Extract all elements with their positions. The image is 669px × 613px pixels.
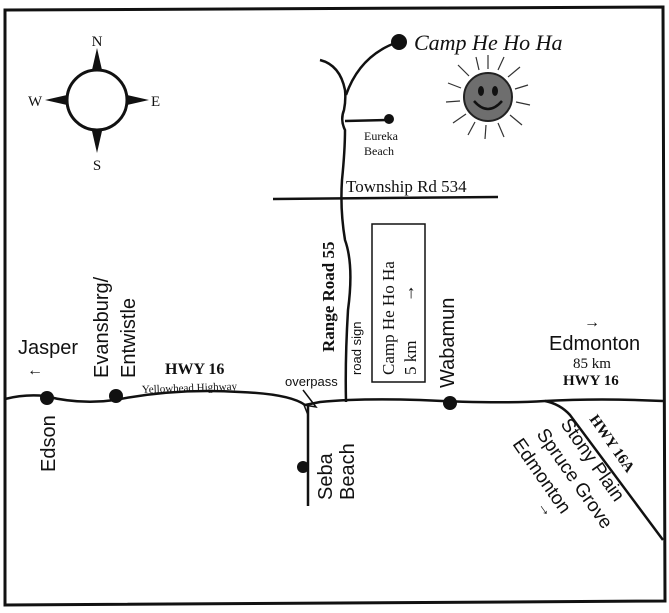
road-sign-label: road sign	[349, 322, 364, 375]
compass-w-label: W	[28, 94, 43, 110]
edson-label: Edson	[38, 415, 60, 472]
eureka-beach-label-2: Beach	[364, 144, 394, 158]
township-road	[272, 195, 499, 201]
hwy-16-east-label: HWY 16	[563, 373, 619, 389]
eureka-road	[344, 118, 389, 123]
compass-e-label: E	[151, 94, 160, 110]
jasper-label: Jasper	[18, 337, 78, 359]
compass-n-label: N	[92, 34, 103, 50]
compass-north-point	[92, 48, 102, 70]
seba-beach-label-1: Seba	[315, 452, 337, 500]
camp-spur-road	[344, 40, 399, 96]
compass-east-point	[127, 95, 149, 105]
camp-label: Camp He Ho Ha	[414, 30, 563, 55]
hwy-16-road	[4, 389, 664, 407]
sign-arrow: →	[398, 284, 418, 302]
evansburg-label-2: Entwistle	[118, 298, 140, 378]
seba-beach-marker	[297, 461, 309, 473]
camp-direction-sign	[371, 223, 426, 383]
overpass-label: overpass	[285, 374, 338, 389]
edmonton-distance: 85 km	[573, 356, 611, 372]
edmonton-arrow: →	[584, 314, 600, 331]
compass-rose: N S E W	[28, 34, 160, 174]
map-border	[3, 5, 667, 607]
camp-marker	[391, 34, 407, 50]
camp-access-road	[319, 58, 352, 403]
wabamun-label: Wabamun	[437, 298, 459, 388]
compass-west-point	[45, 95, 67, 105]
hwy-16a-road	[544, 399, 665, 541]
compass-circle	[65, 68, 129, 132]
edmonton-southeast-arrow: →	[534, 498, 557, 521]
hwy-16-west-label: HWY 16	[165, 361, 224, 378]
sign-distance: 5 km	[401, 341, 420, 375]
eureka-beach-label-1: Eureka	[364, 129, 399, 143]
edmonton-label: Edmonton	[549, 333, 640, 355]
compass-s-label: S	[93, 158, 101, 174]
compass-south-point	[92, 131, 102, 153]
seba-beach-label-2: Beach	[337, 443, 359, 500]
evansburg-marker	[109, 389, 123, 403]
sign-camp-name: Camp He Ho Ha	[379, 261, 398, 375]
wabamun-marker	[443, 396, 457, 410]
overpass-symbol	[302, 389, 318, 416]
evansburg-label-1: Evansburg/	[91, 276, 113, 378]
eureka-beach-marker	[384, 114, 394, 124]
jasper-arrow: ←	[27, 362, 43, 379]
range-road-label: Range Road 55	[319, 241, 338, 352]
sun-smiley-icon	[445, 55, 531, 140]
yellowhead-highway-label: Yellowhead Highway	[142, 381, 238, 396]
township-road-label: Township Rd 534	[346, 177, 467, 196]
edson-marker	[40, 391, 54, 405]
